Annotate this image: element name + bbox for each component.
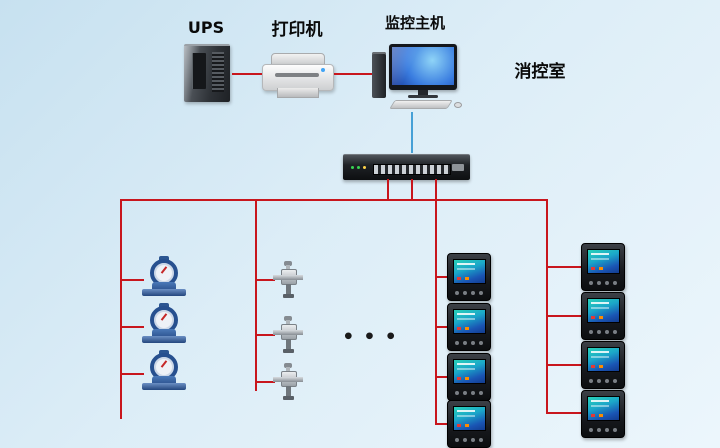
branch-power-meters-left (435, 199, 437, 425)
pmeter-left-stub-2 (435, 326, 447, 328)
pmeter-left-stub-3 (435, 376, 447, 378)
power-meter-icon-l4 (447, 400, 491, 448)
host-switch-uplink (411, 112, 413, 153)
control-room-label: 消控室 (514, 62, 566, 82)
power-meter-icon-r4 (581, 390, 625, 438)
power-meter-icon-l1 (447, 253, 491, 301)
power-meter-icon-r3 (581, 341, 625, 389)
power-meter-icon-r1 (581, 243, 625, 291)
branch-water-meters (120, 199, 122, 419)
water-meter-stub-1 (120, 279, 144, 281)
power-meter-icon-l3 (447, 353, 491, 401)
monitoring-host-icon (372, 44, 462, 109)
valve-sensor-icon-1 (273, 261, 303, 299)
power-meter-icon-l2 (447, 303, 491, 351)
switch-stub-line-1 (387, 179, 389, 200)
printer-host-link (334, 73, 372, 75)
ups-printer-link (232, 73, 262, 75)
pmeter-right-stub-4 (546, 412, 581, 414)
water-meter-icon-2 (140, 303, 188, 349)
pmeter-right-stub-2 (546, 315, 581, 317)
power-meter-icon-r2 (581, 292, 625, 340)
pmeter-right-stub-3 (546, 364, 581, 366)
ups-icon (184, 44, 230, 102)
water-meter-icon-1 (140, 256, 188, 302)
valve-stub-3 (255, 381, 275, 383)
printer-label: 打印机 (271, 20, 323, 40)
ups-label: UPS (187, 18, 225, 37)
pmeter-left-stub-4 (435, 423, 447, 425)
valve-stub-1 (255, 279, 275, 281)
pmeter-left-stub-1 (435, 276, 447, 278)
water-meter-stub-2 (120, 326, 144, 328)
branch-power-meters-right (546, 199, 548, 413)
switch-stub-line-2 (411, 179, 413, 200)
host-label: 监控主机 (384, 14, 445, 32)
printer-icon (262, 53, 334, 99)
valve-sensor-icon-3 (273, 363, 303, 401)
bus-line (120, 199, 548, 201)
more-devices-ellipsis: ••• (342, 326, 406, 348)
water-meter-icon-3 (140, 350, 188, 396)
valve-stub-2 (255, 334, 275, 336)
switch-stub-line-3 (435, 179, 437, 200)
pmeter-right-stub-1 (546, 266, 581, 268)
valve-sensor-icon-2 (273, 316, 303, 354)
branch-valves (255, 199, 257, 391)
data-collector-switch-icon (343, 154, 470, 180)
water-meter-stub-3 (120, 373, 144, 375)
